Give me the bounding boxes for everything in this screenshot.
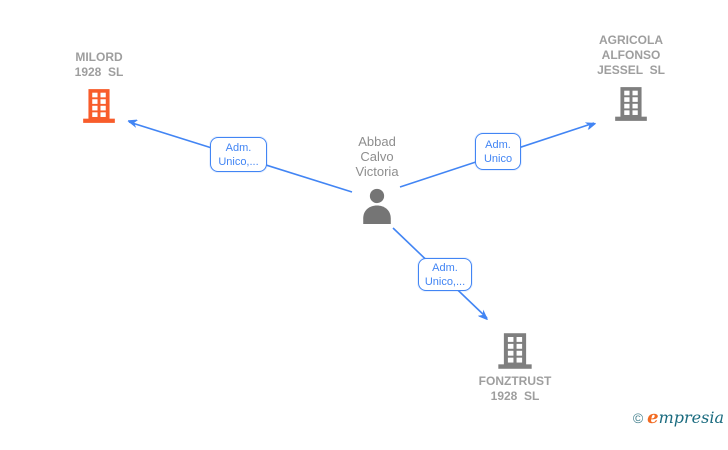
edge-label-adm-unico-agricola[interactable]: Adm. Unico [475,133,521,170]
building-icon [495,331,535,371]
company-name: AGRICOLA ALFONSO JESSEL SL [597,33,665,78]
copyright-icon: © [632,410,648,426]
empresia-logo-e: e [647,407,659,428]
company-name: MILORD 1928 SL [75,50,124,80]
edge-label-text: Adm. [225,141,252,154]
person-name-line: Abbad [358,134,396,149]
building-icon [612,85,650,123]
company-name-line: 1928 SL [74,65,124,79]
edge-label-text: Unico,... [424,275,466,288]
company-name-line: ALFONSO [601,48,661,62]
company-name-line: JESSEL SL [597,63,665,77]
empresia-logo-text: mpresia [658,408,724,427]
person-name: Abbad Calvo Victoria [355,134,398,179]
company-name-line: MILORD [75,50,123,64]
person-name-line: Victoria [355,164,399,179]
person-name-line: Calvo [360,149,394,164]
person-icon [357,186,397,224]
edge-label-text: Unico [483,152,513,165]
company-node-agricola[interactable]: AGRICOLA ALFONSO JESSEL SL [566,33,696,123]
company-node-milord[interactable]: MILORD 1928 SL [40,50,158,125]
company-name-line: FONZTRUST [478,374,552,388]
empresia-logo[interactable]: © empresia [613,388,724,448]
company-name-line: 1928 SL [490,389,540,403]
edge-label-adm-unico-fonztrust[interactable]: Adm. Unico,... [418,258,472,291]
edge-label-text: Unico,... [218,155,259,168]
company-name: FONZTRUST 1928 SL [479,374,552,404]
company-name-line: AGRICOLA [599,33,663,47]
company-node-fonztrust[interactable]: FONZTRUST 1928 SL [455,331,575,404]
edge-label-text: Adm. [485,138,511,151]
building-icon [80,87,118,125]
edge-label-adm-unico-milord[interactable]: Adm. Unico,... [210,137,267,172]
edge-label-text: Adm. [432,261,458,274]
person-node-abbad-calvo-victoria[interactable]: Abbad Calvo Victoria [317,134,437,224]
